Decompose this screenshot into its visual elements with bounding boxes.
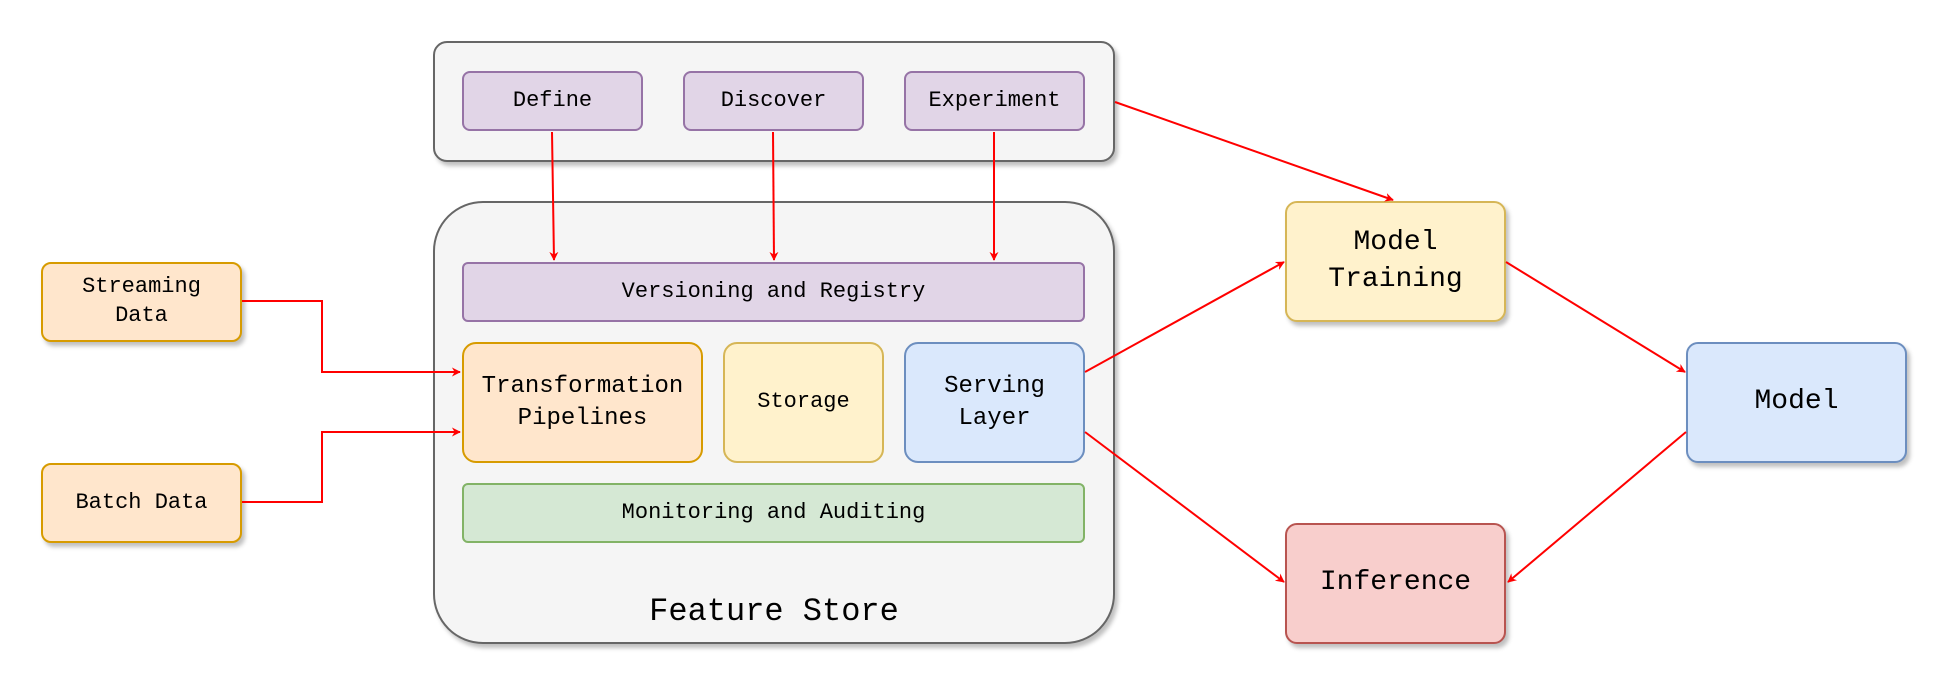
batch-data-box[interactable]: Batch Data bbox=[41, 463, 242, 543]
model-label: Model bbox=[1754, 386, 1839, 418]
feature-store-title: Feature Store bbox=[433, 588, 1115, 636]
monitoring-auditing-label: Monitoring and Auditing bbox=[621, 499, 926, 525]
inference-label: Inference bbox=[1319, 567, 1472, 599]
arrow-experiment-to-model-training bbox=[1114, 101, 1394, 202]
storage-box[interactable]: Storage bbox=[723, 342, 884, 463]
arrow-serving-to-model-training bbox=[1084, 261, 1285, 373]
feature-store-title-text: Feature Store bbox=[649, 593, 899, 631]
discover-box[interactable]: Discover bbox=[683, 71, 864, 131]
arrow-model-to-inference bbox=[1507, 431, 1687, 583]
experiment-label: Experiment bbox=[928, 87, 1061, 113]
versioning-registry-box[interactable]: Versioning and Registry bbox=[462, 262, 1085, 322]
model-box[interactable]: Model bbox=[1686, 342, 1907, 463]
arrow-discover-to-versioning bbox=[769, 131, 779, 261]
model-training-label: Model Training bbox=[1328, 227, 1463, 295]
streaming-data-label: Streaming Data bbox=[82, 274, 201, 328]
streaming-data-box[interactable]: Streaming Data bbox=[41, 262, 242, 342]
batch-data-label: Batch Data bbox=[75, 489, 208, 515]
storage-label: Storage bbox=[757, 389, 850, 415]
arrow-batch-to-transformation bbox=[242, 427, 461, 503]
discover-label: Discover bbox=[720, 87, 827, 113]
arrow-model-training-to-model bbox=[1505, 261, 1686, 373]
define-box[interactable]: Define bbox=[462, 71, 643, 131]
arrow-serving-to-inference bbox=[1084, 431, 1285, 583]
transformation-pipelines-label: Transformation Pipelines bbox=[481, 373, 684, 432]
arrow-define-to-versioning bbox=[549, 131, 559, 261]
monitoring-auditing-box[interactable]: Monitoring and Auditing bbox=[462, 483, 1085, 543]
serving-layer-label: Serving Layer bbox=[944, 373, 1045, 432]
transformation-pipelines-box[interactable]: Transformation Pipelines bbox=[462, 342, 703, 463]
experiment-box[interactable]: Experiment bbox=[904, 71, 1085, 131]
serving-layer-box[interactable]: Serving Layer bbox=[904, 342, 1085, 463]
define-label: Define bbox=[512, 87, 593, 113]
model-training-box[interactable]: Model Training bbox=[1285, 201, 1506, 322]
versioning-registry-label: Versioning and Registry bbox=[621, 278, 926, 304]
inference-box[interactable]: Inference bbox=[1285, 523, 1506, 644]
arrow-streaming-to-transformation bbox=[242, 300, 461, 377]
